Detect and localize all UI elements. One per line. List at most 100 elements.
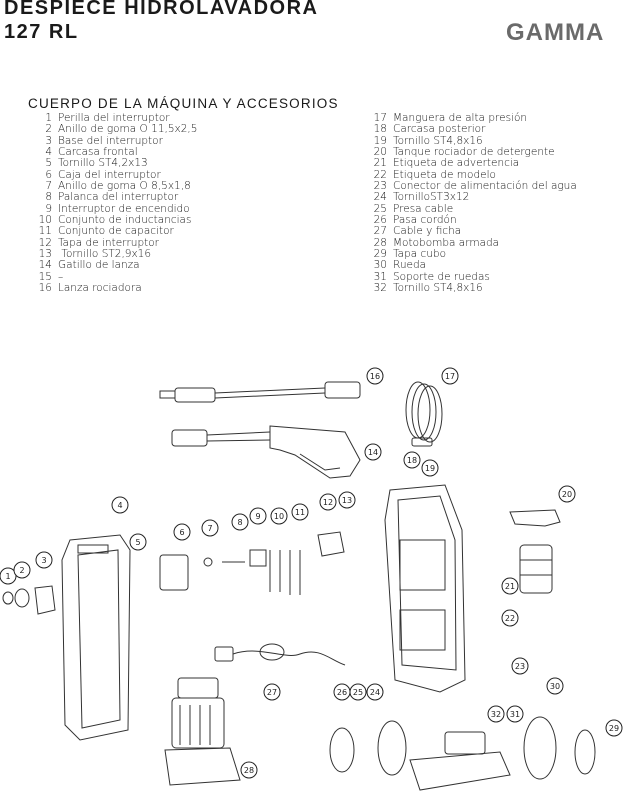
callout-label: 16	[370, 372, 380, 381]
callout-10: 10	[270, 507, 288, 525]
rear-housing-drawing	[384, 484, 466, 693]
part-number: 28	[373, 236, 387, 249]
part-name: Tanque rociador de detergente	[393, 146, 555, 159]
front-housing-drawing	[61, 534, 131, 741]
part-row: 8 Palanca del interruptor	[30, 191, 197, 204]
part-name: Manguera de alta presión	[393, 112, 528, 124]
part-name: Cable y ficha	[393, 225, 462, 238]
callout-27: 27	[263, 683, 281, 701]
part-number: 20	[373, 146, 387, 159]
part-number: 21	[373, 157, 387, 170]
part-row: 15–	[30, 271, 197, 283]
callout-label: 26	[337, 688, 347, 697]
wheels-drawing	[329, 716, 596, 780]
callout-label: 13	[342, 496, 352, 505]
part-number: 5	[45, 157, 52, 170]
part-number: 30	[373, 259, 387, 272]
callout-3: 3	[35, 551, 53, 569]
part-row: 28 Motobomba armada	[365, 236, 577, 249]
switch-knob-drawing	[2, 585, 56, 615]
part-name: Soporte de ruedas	[393, 270, 490, 283]
callout-label: 4	[117, 501, 122, 510]
part-name: Base del interruptor	[58, 134, 163, 147]
part-name: TornilloST3x12	[393, 191, 470, 204]
callout-7: 7	[201, 519, 219, 537]
part-name: Palanca del interruptor	[58, 191, 179, 204]
callout-label: 21	[505, 582, 515, 591]
part-number: 17	[373, 112, 387, 124]
callout-label: 3	[41, 556, 46, 565]
small-parts-drawing	[203, 549, 301, 595]
callout-6: 6	[173, 523, 191, 541]
callout-5: 5	[129, 533, 147, 551]
part-row: 21 Etiqueta de advertencia	[365, 157, 577, 170]
part-name: Carcasa frontal	[58, 146, 138, 159]
motor-pump-drawing	[164, 677, 241, 786]
callout-30: 30	[546, 677, 564, 695]
part-name: Tornillo ST4,8x16	[393, 134, 483, 147]
callout-14: 14	[364, 443, 382, 461]
callout-9: 9	[249, 507, 267, 525]
part-row: 13 Tornillo ST2,9x16	[30, 248, 197, 261]
switch-box-drawing	[159, 554, 189, 591]
part-name: Gatillo de lanza	[58, 259, 140, 272]
part-number: 8	[45, 191, 52, 204]
part-row: 27 Cable y ficha	[365, 225, 577, 238]
spray-lance-drawing	[159, 381, 361, 403]
part-row: 16 Lanza rociadora	[30, 282, 197, 295]
part-number: 4	[45, 146, 52, 159]
switch-cover-drawing	[317, 531, 345, 557]
part-row: 20 Tanque rociador de detergente	[365, 146, 577, 159]
part-name: Etiqueta de advertencia	[393, 157, 520, 170]
part-name: Presa cable	[393, 202, 454, 215]
callout-label: 5	[135, 538, 140, 547]
callout-20: 20	[558, 485, 576, 503]
part-number: 18	[373, 123, 387, 136]
part-name: Motobomba armada	[393, 236, 500, 249]
callout-label: 30	[550, 682, 560, 691]
part-number: 27	[373, 225, 387, 238]
callout-4: 4	[111, 496, 129, 514]
part-number: 29	[373, 248, 387, 261]
callout-label: 12	[323, 498, 333, 507]
callout-8: 8	[231, 513, 249, 531]
part-name: Conector de alimentación del agua	[393, 180, 577, 193]
callout-31: 31	[506, 705, 524, 723]
callout-label: 2	[19, 566, 24, 575]
callout-2: 2	[13, 561, 31, 579]
part-name: Tornillo ST4,8x16	[393, 282, 483, 295]
callout-label: 18	[407, 456, 417, 465]
section-title: CUERPO DE LA MÁQUINA Y ACCESORIOS	[28, 96, 339, 111]
callout-29: 29	[605, 719, 623, 737]
part-name: Lanza rociadora	[58, 282, 142, 295]
part-number: 16	[38, 282, 52, 295]
part-name: Anillo de goma O 8,5x1,8	[58, 180, 191, 193]
gamma-logo: GAMMA	[506, 19, 603, 46]
power-cable-drawing	[214, 643, 346, 666]
callout-label: 31	[510, 710, 520, 719]
callout-18: 18	[403, 451, 421, 469]
part-number: 12	[38, 236, 52, 249]
callout-label: 28	[244, 766, 254, 775]
callout-label: 8	[237, 518, 242, 527]
callout-23: 23	[511, 657, 529, 675]
part-number: 13	[38, 248, 52, 261]
callout-28: 28	[240, 761, 258, 779]
callout-17: 17	[441, 367, 459, 385]
callout-label: 19	[425, 464, 435, 473]
part-name: Interruptor de encendido	[58, 202, 190, 215]
